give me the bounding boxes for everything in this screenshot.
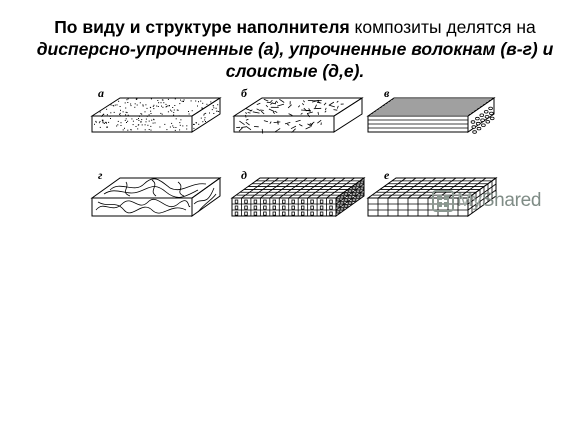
figure-label-g: г (98, 168, 103, 182)
figure-label-v: в (384, 86, 390, 100)
figure-label-d: д (241, 168, 247, 182)
figure-d-layered-fibers (230, 176, 366, 220)
heading-line-2: дисперсно-упрочненные (а), упрочненные в… (36, 39, 554, 59)
figure-label-a: а (98, 86, 104, 100)
heading-line-3: слоистые (д,е). (225, 61, 365, 81)
myshared-logo-icon (432, 190, 454, 212)
heading-line-1: По виду и структуре наполнителя композит… (30, 16, 560, 38)
heading-bold-text: По виду и структуре наполнителя (54, 17, 350, 37)
heading-normal-text: композиты делятся на (349, 17, 536, 37)
figure-a-dispersed-particles (90, 96, 222, 136)
figure-label-e: е (384, 168, 390, 182)
figure-b-short-fibers (232, 96, 364, 136)
watermark-my: My (457, 190, 482, 211)
figure-label-b: б (241, 86, 247, 100)
figure-e-layered-grid (366, 176, 498, 220)
slide-heading: По виду и структуре наполнителя композит… (30, 16, 560, 82)
figure-v-long-fibers (366, 96, 498, 136)
watermark-shared: Shared (481, 190, 542, 211)
figure-g-tangled-fibers (90, 176, 222, 220)
